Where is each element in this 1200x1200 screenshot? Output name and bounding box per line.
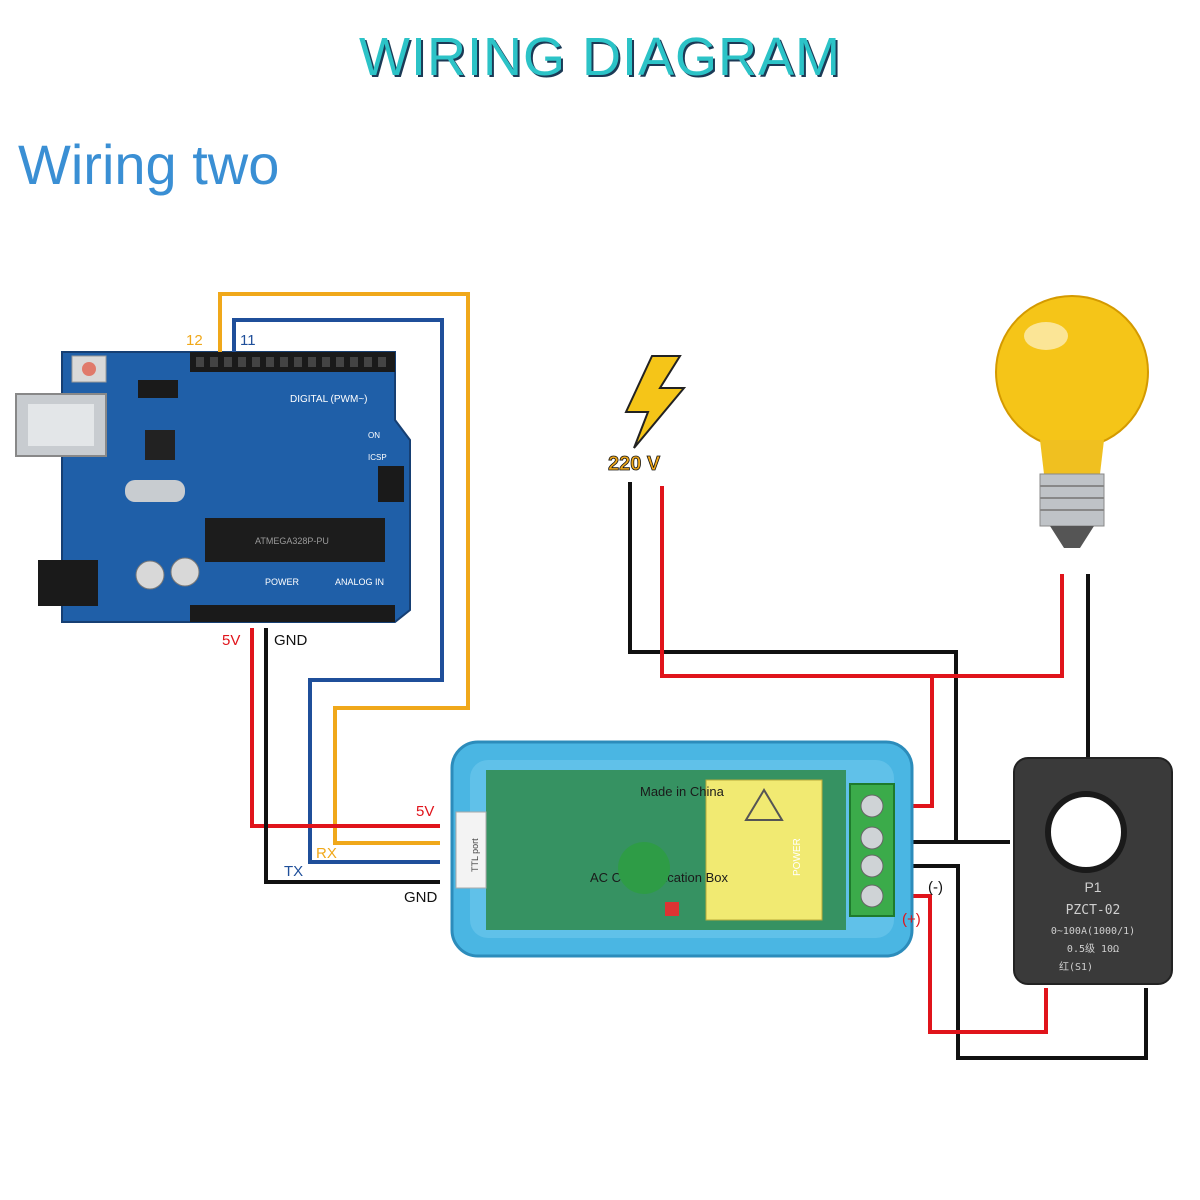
light-bulb [995,295,1149,548]
power-source: 220 V [608,355,687,475]
module-rx-label: RX [316,845,337,862]
capacitor [135,560,165,590]
module-led [665,902,679,916]
ct-range: 0~100A(1000/1) [1051,926,1135,937]
icsp-header [378,466,404,502]
lightning-icon [624,355,687,449]
pzem-module: TTL port Made in China AC Communication … [450,740,914,958]
chip-label: ATMEGA328P-PU [255,536,329,546]
power-analog-header [190,605,395,622]
wire-gnd [264,628,440,884]
module-gnd-label: GND [404,889,438,906]
pin11-label: 11 [240,332,256,349]
icsp-label: ICSP [368,453,387,462]
module-power-label: POWER [792,838,803,876]
ttl-connector [455,811,487,889]
ct-hole [1045,791,1127,873]
varistor [618,842,670,894]
digital-header-label: DIGITAL (PWM~) [290,394,368,405]
bulb-icon [995,295,1149,449]
wire-pin12-to-rx [218,292,470,845]
current-transformer: P1 PZCT-02 0~100A(1000/1) 0.5级 10Ω 红(S1) [1013,757,1173,985]
on-label: ON [368,431,380,440]
wire-mains-black [628,482,1010,844]
module-tx-label: TX [284,863,303,880]
ct-plus-label: (+) [902,911,921,928]
power-header-label: POWER [265,577,300,587]
ct-spec: 0.5级 10Ω [1067,943,1119,955]
voltage-label: 220 V [608,453,661,475]
transformer [705,779,823,921]
pin-5v-label: 5V [222,632,240,649]
atmega-chip [205,518,385,562]
wire-5v [250,628,440,828]
pin12-label: 12 [186,332,203,349]
module-5v-label: 5V [416,803,434,820]
wire-terminal-l [908,676,934,808]
small-header [138,380,178,398]
analog-header-label: ANALOG IN [335,577,384,587]
crystal [125,480,185,502]
usb-chip [145,430,175,460]
page-subtitle: Wiring two [18,133,280,196]
power-jack [38,560,98,606]
wires [218,292,1148,1060]
page-title: WIRING DIAGRAM [359,27,841,87]
ct-p1: P1 [1084,879,1101,895]
wire-pin11-to-tx [232,318,444,864]
ct-model: PZCT-02 [1066,903,1121,918]
wire-ct-minus [908,864,1148,1060]
wire-mains-red [660,486,1064,678]
pin-gnd-label: GND [274,632,308,649]
capacitor [170,557,200,587]
ct-minus-label: (-) [928,879,943,896]
ttl-port-label: TTL port [470,838,480,872]
wire-ct-plus [908,894,1048,1034]
made-in-label: Made in China [640,784,725,799]
arduino-board: DIGITAL (PWM~) POWER ANALOG IN ATMEGA328… [15,351,411,623]
ct-s1: 红(S1) [1059,960,1093,973]
